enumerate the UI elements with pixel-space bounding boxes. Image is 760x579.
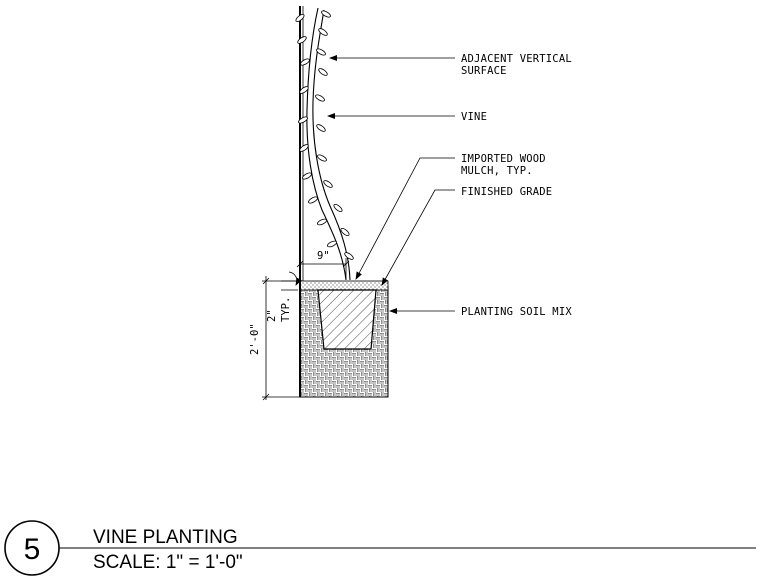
callout-leaders <box>327 55 455 314</box>
callout-vine: VINE <box>461 111 487 123</box>
callout-mulch-line1: IMPORTED WOOD <box>461 153 546 165</box>
offset-dimension-label: 9" <box>317 250 330 262</box>
detail-scale: SCALE: 1" = 1'-0" <box>93 552 243 573</box>
callout-finished-grade: FINISHED GRADE <box>461 186 552 198</box>
callout-soil-mix: PLANTING SOIL MIX <box>461 306 572 318</box>
mulch-depth-typ-label: TYP. <box>280 297 292 322</box>
detail-number: 5 <box>24 533 41 566</box>
callout-adjacent-surface-line1: ADJACENT VERTICAL <box>461 53 572 65</box>
vine <box>295 7 354 281</box>
mulch-depth-label: 2" <box>266 309 278 322</box>
mulch-depth-dimension <box>281 271 302 291</box>
detail-title: VINE PLANTING <box>93 527 238 548</box>
callout-adjacent-surface-line2: SURFACE <box>461 65 507 77</box>
depth-dimension <box>262 276 300 401</box>
depth-dimension-label: 2'-0" <box>249 323 261 355</box>
mulch-layer <box>299 280 389 291</box>
root-ball <box>317 289 377 350</box>
offset-dimension <box>296 258 350 280</box>
callout-mulch-line2: MULCH, TYP. <box>461 165 533 177</box>
